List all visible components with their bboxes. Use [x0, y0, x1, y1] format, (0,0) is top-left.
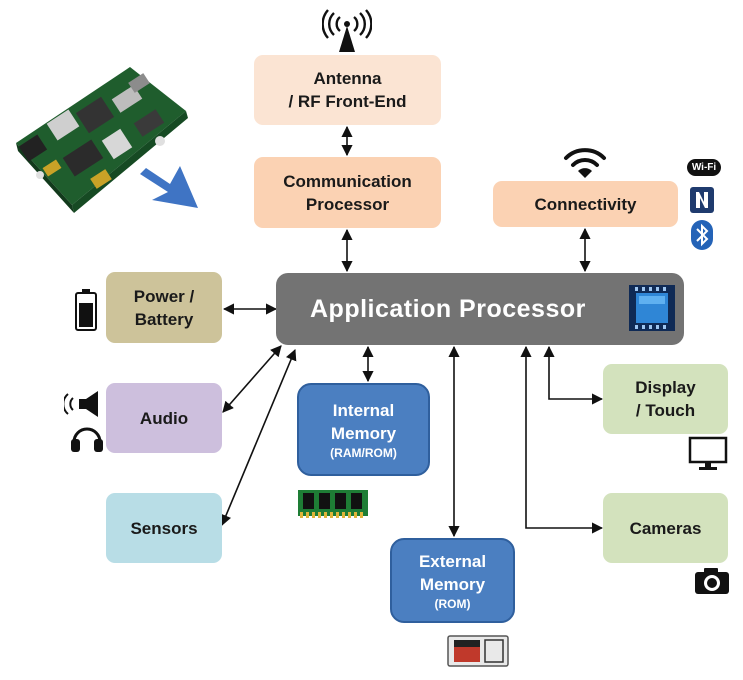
antenna-label-line1: Antenna: [313, 69, 382, 88]
cameras-box: Cameras: [603, 493, 728, 563]
antenna-rf-box: Antenna / RF Front-End: [254, 55, 441, 125]
external-memory-box: External Memory (ROM): [390, 538, 515, 623]
speaker-icon: [64, 391, 98, 417]
connectivity-box: Connectivity: [493, 181, 678, 227]
phone-circuit-board-image: [16, 67, 188, 213]
communication-label-line2: Processor: [305, 194, 390, 214]
display-label-line1: Display: [635, 378, 696, 397]
external-memory-sub: (ROM): [434, 596, 471, 611]
display-touch-box: Display / Touch: [603, 364, 728, 434]
application-processor-box: Application Processor: [276, 273, 684, 345]
antenna-signal-icon: [322, 9, 372, 52]
chip-icon: [629, 285, 675, 331]
external-memory-label-line2: Memory: [419, 574, 486, 594]
bluetooth-icon: [691, 220, 713, 250]
connectivity-label: Connectivity: [534, 194, 637, 214]
headphones-icon: [71, 427, 103, 452]
wifi-signal-icon: [564, 148, 606, 178]
application-processor-label: Application Processor: [310, 294, 586, 323]
wifi-badge-text: Wi-Fi: [691, 162, 717, 173]
internal-memory-label-line2: Memory: [330, 423, 397, 443]
audio-label: Audio: [139, 408, 189, 428]
nfc-icon: [690, 187, 714, 213]
antenna-label-line2: / RF Front-End: [288, 92, 407, 111]
pointer-arrow-icon: [140, 166, 198, 208]
monitor-icon: [688, 436, 728, 470]
sensors-box: Sensors: [106, 493, 222, 563]
power-label-line1: Power /: [133, 286, 195, 306]
power-battery-box: Power / Battery: [106, 272, 222, 343]
wifi-badge-icon: Wi-Fi: [687, 159, 721, 176]
sd-card-icon: [447, 635, 509, 667]
arrow-ap-cameras: [520, 345, 604, 534]
audio-box: Audio: [106, 383, 222, 453]
arrow-sensors-ap: [220, 348, 297, 527]
communication-processor-box: Communication Processor: [254, 157, 441, 228]
communication-label-line1: Communication: [283, 171, 412, 191]
cameras-label: Cameras: [629, 518, 702, 538]
display-label-line2: / Touch: [635, 401, 696, 420]
internal-memory-sub: (RAM/ROM): [330, 445, 397, 460]
power-label-line2: Battery: [134, 309, 194, 329]
internal-memory-label-line1: Internal: [332, 400, 395, 420]
arrow-ap-display: [543, 345, 604, 405]
ram-stick-icon: [298, 490, 368, 518]
battery-icon: [75, 289, 97, 331]
external-memory-label-line1: External: [418, 551, 487, 571]
camera-icon: [695, 568, 729, 594]
arrow-audio-ap: [222, 345, 282, 413]
sensors-label: Sensors: [130, 518, 198, 538]
internal-memory-box: Internal Memory (RAM/ROM): [297, 383, 430, 476]
